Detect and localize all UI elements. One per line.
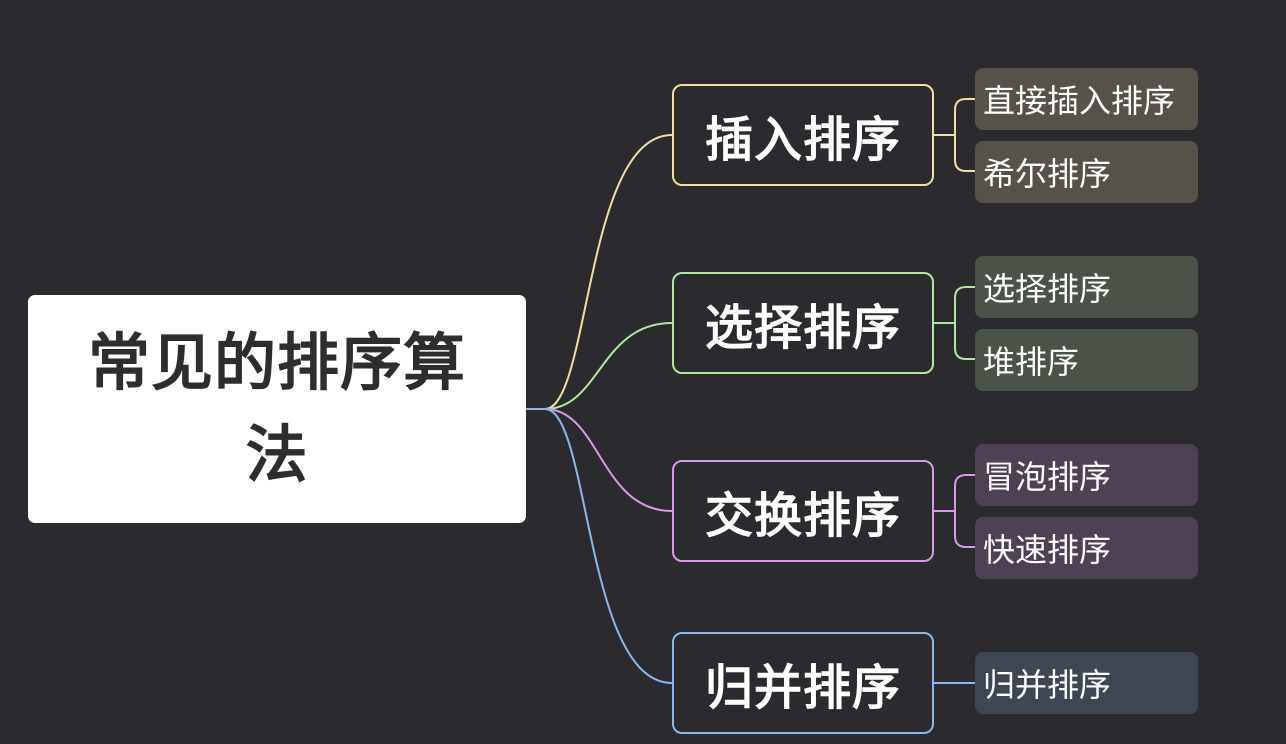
branch-label: 插入排序 <box>704 112 901 168</box>
connector-branch-1-leaf-1 <box>934 98 975 136</box>
leaf-node-selection-sort[interactable]: 选择排序 <box>975 256 1198 318</box>
leaf-label: 归并排序 <box>983 666 1112 704</box>
leaf-label: 堆排序 <box>983 343 1080 381</box>
leaf-label: 冒泡排序 <box>983 458 1112 496</box>
branch-label: 交换排序 <box>704 488 901 544</box>
root-label: 常见的排序算法 <box>87 326 466 491</box>
branch-label: 选择排序 <box>704 300 901 356</box>
connector-root-branch-3 <box>526 408 673 512</box>
branch-label: 归并排序 <box>704 660 901 716</box>
connector-branch-1-leaf-2 <box>934 134 975 172</box>
leaf-node-shell-sort[interactable]: 希尔排序 <box>975 141 1198 203</box>
connector-root-branch-2 <box>526 322 673 410</box>
connector-branch-3-leaf-1 <box>934 474 975 512</box>
leaf-node-bubble-sort[interactable]: 冒泡排序 <box>975 444 1198 506</box>
leaf-label: 选择排序 <box>983 270 1112 308</box>
branch-node-insertion-sort[interactable]: 插入排序 <box>672 84 934 186</box>
leaf-node-merge-sort[interactable]: 归并排序 <box>975 652 1198 714</box>
leaf-label: 快速排序 <box>983 531 1112 569</box>
connector-root-branch-1 <box>526 134 673 410</box>
leaf-node-heap-sort[interactable]: 堆排序 <box>975 329 1198 391</box>
branch-node-exchange-sort[interactable]: 交换排序 <box>672 460 934 562</box>
branch-node-merge-sort[interactable]: 归并排序 <box>672 632 934 734</box>
connector-root-branch-4 <box>526 408 673 684</box>
leaf-label: 希尔排序 <box>983 155 1112 193</box>
connector-branch-2-leaf-1 <box>934 286 975 324</box>
root-node[interactable]: 常见的排序算法 <box>28 295 526 523</box>
leaf-node-direct-insertion-sort[interactable]: 直接插入排序 <box>975 68 1198 130</box>
branch-node-selection-sort[interactable]: 选择排序 <box>672 272 934 374</box>
leaf-node-quick-sort[interactable]: 快速排序 <box>975 517 1198 579</box>
connector-branch-2-leaf-2 <box>934 322 975 360</box>
leaf-label: 直接插入排序 <box>983 82 1176 120</box>
connector-branch-3-leaf-2 <box>934 510 975 548</box>
